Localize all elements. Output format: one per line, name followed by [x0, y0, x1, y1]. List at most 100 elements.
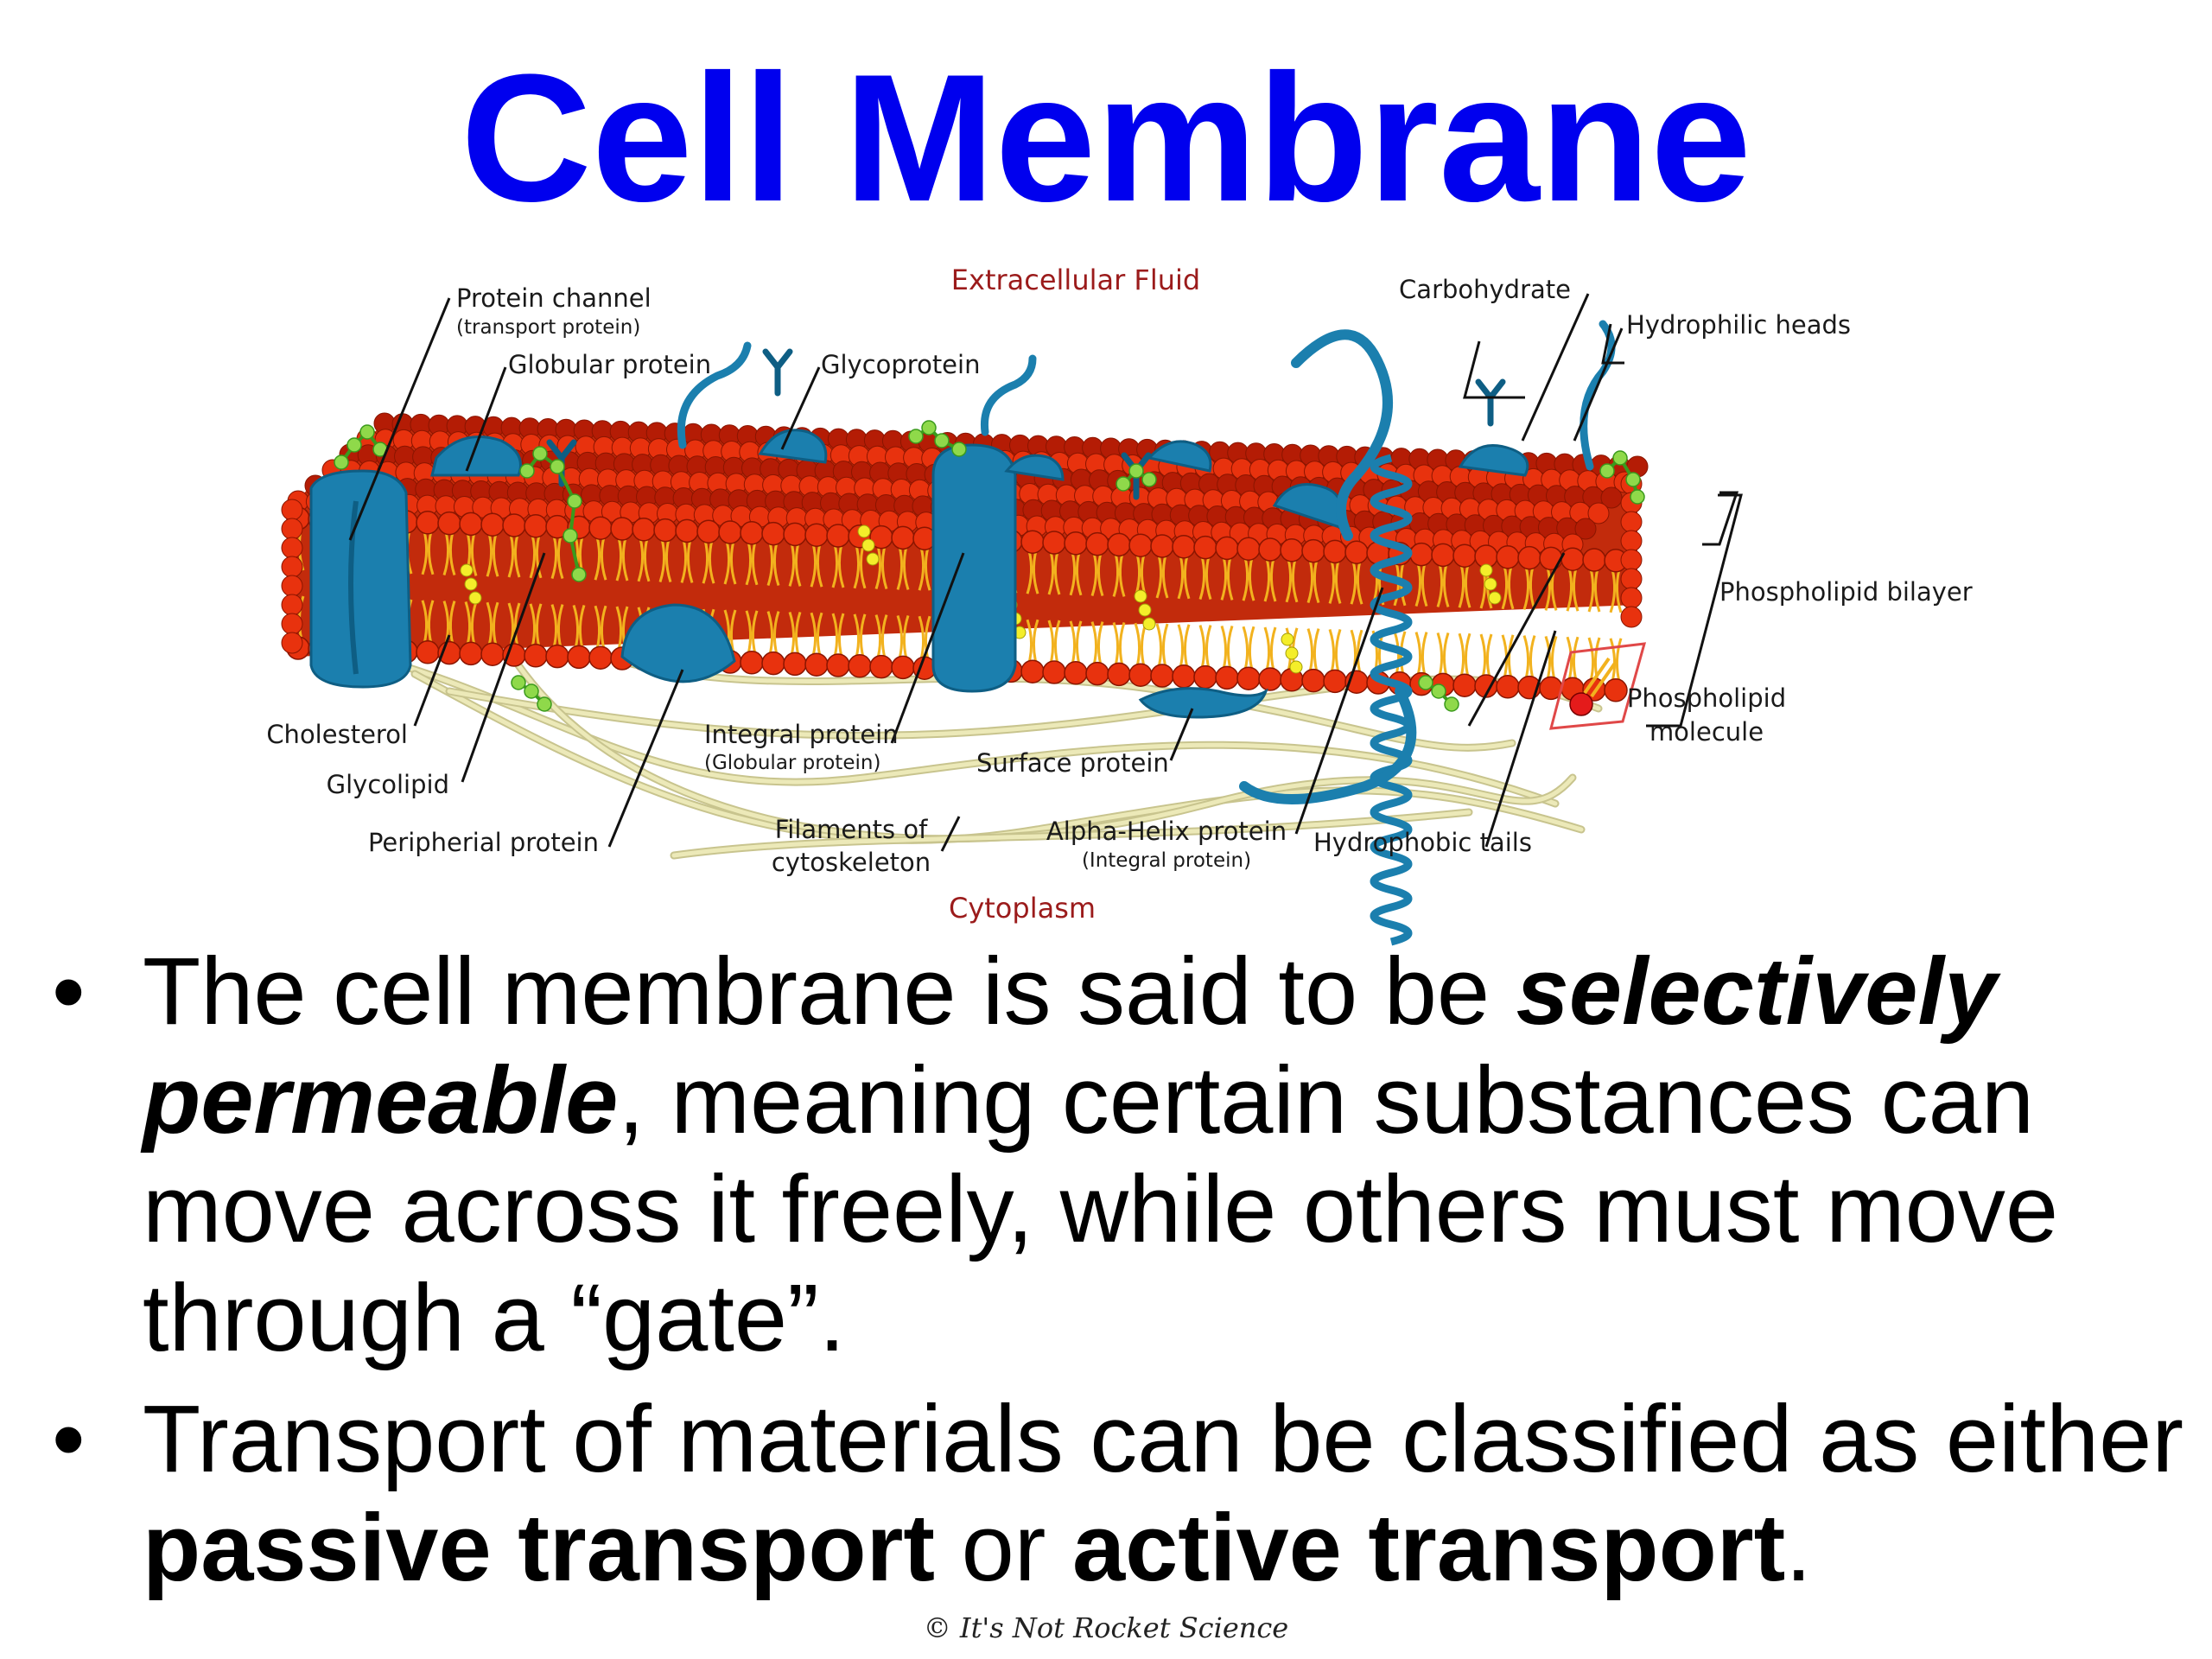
phospholipid-head [1108, 663, 1130, 685]
phospholipid-head [481, 643, 504, 665]
phospholipid-head [1237, 667, 1260, 690]
cholesterol [1484, 578, 1497, 590]
phospholipid-head [1108, 533, 1130, 556]
carbohydrate [1478, 382, 1503, 423]
phospholipid-head [589, 517, 612, 539]
bullet-text: or [935, 1495, 1072, 1601]
phospholipid-tail [1265, 627, 1275, 671]
phospholipid-head [1324, 540, 1346, 563]
phospholipid-tail [1438, 632, 1448, 676]
phospholipid-tail [1157, 624, 1167, 667]
phospholipid-head [762, 652, 785, 675]
phospholipid-head [1065, 532, 1087, 555]
label-globular-protein: Globular protein [508, 350, 711, 379]
label-surface-protein: Surface protein [976, 748, 1169, 778]
phospholipid-tail [1524, 636, 1535, 679]
carbohydrate [766, 352, 790, 393]
bullet-bold-active: active transport [1072, 1495, 1785, 1601]
bullet-item-1: •The cell membrane is said to be selecti… [52, 938, 2186, 1373]
glycolipid-bead [922, 421, 936, 435]
cholesterol [867, 553, 879, 565]
phospholipid-tail [1071, 621, 1081, 664]
cell-membrane-diagram: Extracellular Fluid Cytoplasm Protein ch… [0, 0, 2212, 950]
phospholipid-head [784, 652, 806, 675]
phospholipid-head [282, 594, 302, 615]
label-integral-protein-sub: (Globular protein) [704, 752, 880, 774]
phospholipid-head [1086, 663, 1109, 685]
glycolipid-bead [563, 529, 577, 543]
phospholipid-head [676, 519, 698, 542]
glycolipid-bead [537, 697, 551, 711]
phospholipid-head [1043, 531, 1065, 554]
phospholipid-head [1259, 538, 1281, 561]
cholesterol [465, 578, 477, 590]
phospholipid-head [1453, 674, 1476, 696]
glycolipid-bead [1626, 473, 1640, 486]
label-cytoplasm: Cytoplasm [949, 892, 1096, 925]
phospholipid-head [460, 642, 482, 664]
phospholipid-head [568, 645, 590, 668]
cholesterol [1139, 604, 1151, 616]
cholesterol [1286, 647, 1298, 659]
label-hydrophobic-tails: Hydrophobic tails [1313, 828, 1532, 857]
phospholipid-tail [1222, 626, 1232, 669]
phospholipid-head [827, 654, 849, 677]
phospholipid-head [282, 499, 302, 520]
phospholipid-head [784, 523, 806, 545]
bullet-text: The cell membrane is said to be [143, 938, 1516, 1045]
phospholipid-tail [1135, 623, 1146, 666]
glycolipid-bead [334, 455, 348, 469]
phospholipid-head [1432, 543, 1454, 566]
cholesterol [858, 525, 870, 537]
glycolipid-bead [1432, 684, 1446, 698]
glycolipid-bead [568, 494, 582, 508]
phospholipid-head [1129, 534, 1152, 556]
phospholipid-head [1043, 661, 1065, 683]
integral-protein [933, 445, 1015, 691]
phospholipid-head [1621, 588, 1642, 608]
phospholipid-head [1324, 670, 1346, 692]
phospholipid-head [827, 524, 849, 547]
phospholipid-tail [1114, 622, 1124, 665]
label-alpha-helix: Alpha-Helix protein [1046, 817, 1287, 846]
phospholipid-head [1021, 531, 1044, 553]
label-integral-protein: Integral protein [704, 720, 899, 749]
phospholipid-head [697, 520, 720, 543]
glycolipid-bead [524, 684, 538, 698]
phospholipid-head [1194, 537, 1217, 559]
glycolipid-bead [520, 464, 534, 478]
glycolipid-bead [347, 438, 361, 452]
phospholipid-head [1621, 550, 1642, 570]
bullet-bold-passive: passive transport [143, 1495, 935, 1601]
phospholipid-head [632, 518, 655, 541]
phospholipid-head [1561, 548, 1584, 570]
phospholipid-head [849, 655, 871, 677]
phospholipid-head [611, 518, 633, 540]
glycoprotein-chain [984, 359, 1033, 432]
copyright-credit: © It's Not Rocket Science [0, 1611, 2212, 1644]
phospholipid-head [1021, 660, 1044, 683]
phospholipid-head [1497, 546, 1519, 569]
phospholipid-head [1194, 666, 1217, 689]
cholesterol [461, 564, 473, 576]
phospholipid-head [1621, 607, 1642, 627]
cholesterol [1143, 618, 1155, 630]
label-phospholipid-molecule-1: Phospholipid [1627, 683, 1786, 713]
phospholipid-head [282, 556, 302, 577]
phospholipid-head [503, 514, 525, 537]
phospholipid-head [762, 523, 785, 545]
phospholipid-head [1216, 666, 1238, 689]
phospholipid-tail [1243, 626, 1254, 670]
label-protein-channel-sub: (transport protein) [456, 316, 640, 339]
phospholipid-head [524, 515, 547, 537]
phospholipid-head [1173, 665, 1195, 688]
label-filaments-1: Filaments of [775, 815, 928, 844]
phospholipid-head [589, 646, 612, 669]
glycolipid-bead [952, 442, 966, 456]
label-glycoprotein: Glycoprotein [821, 350, 980, 379]
label-phospholipid-molecule-2: molecule [1649, 717, 1764, 747]
phospholipid-head [654, 519, 677, 542]
phospholipid-head [892, 656, 914, 678]
glycolipid-bead [572, 568, 586, 582]
phospholipid-head [1518, 547, 1541, 569]
